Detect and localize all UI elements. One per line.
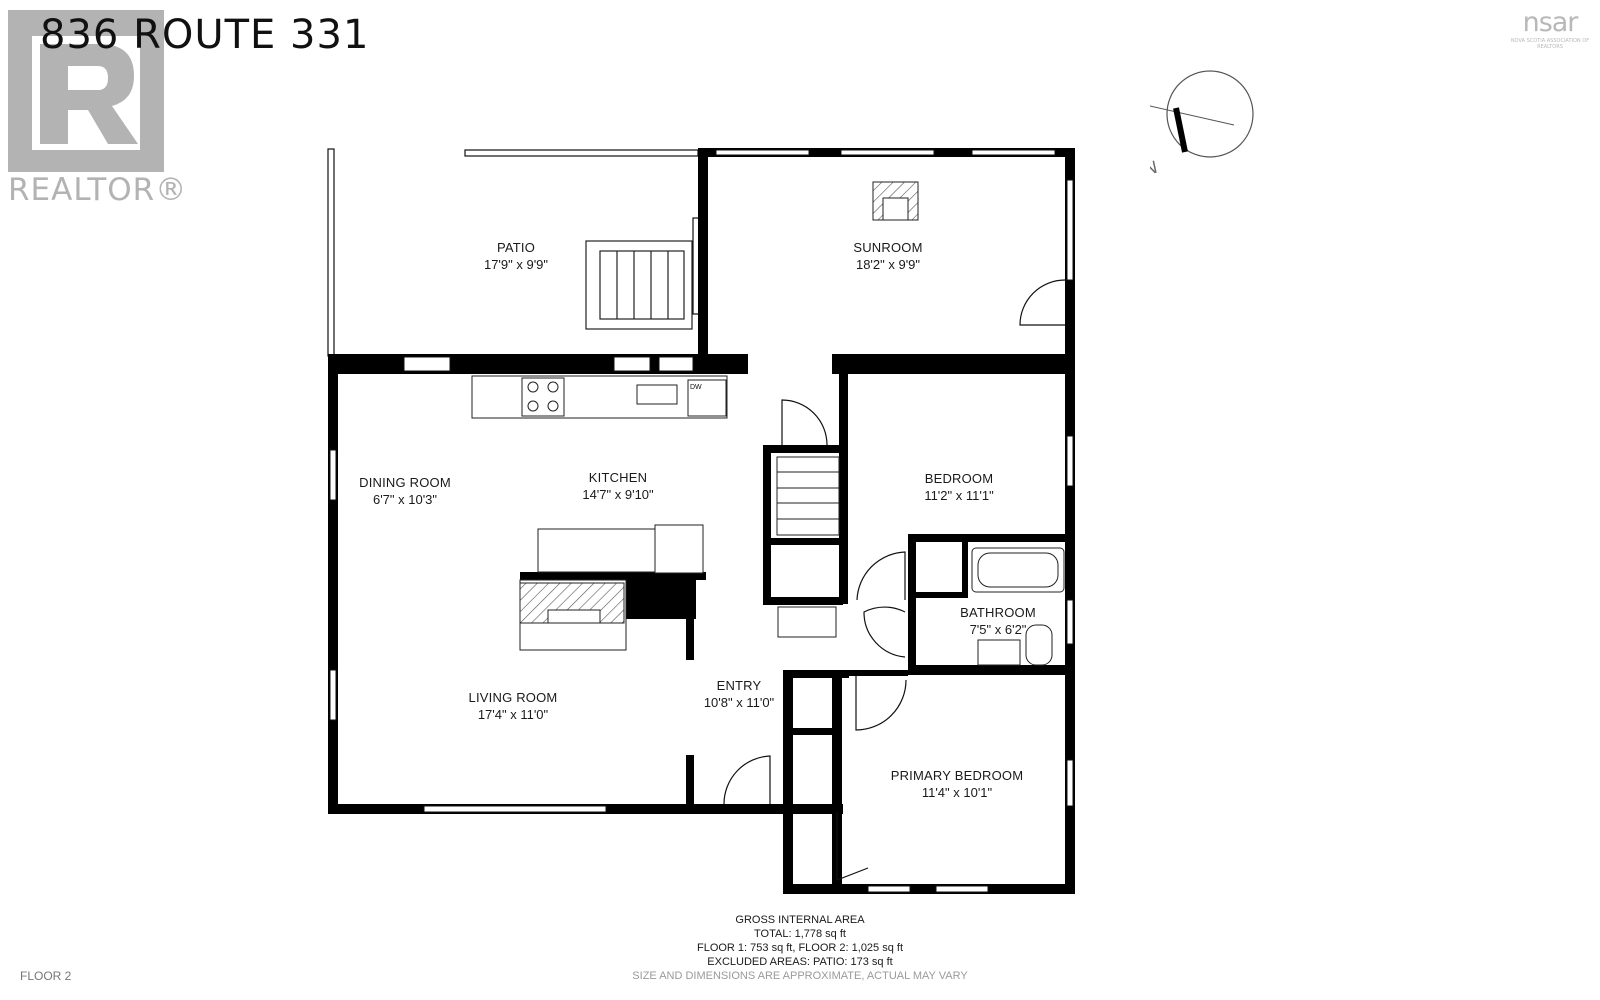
room-dimensions: 18'2" x 9'9" [855, 257, 921, 272]
area-excluded: EXCLUDED AREAS: PATIO: 173 sq ft [707, 956, 893, 968]
woodstove [872, 181, 919, 221]
room-name: LIVING ROOM [468, 690, 558, 705]
room-name: BATHROOM [960, 605, 1036, 620]
floor-label: FLOOR 2 [20, 969, 72, 983]
room-name: SUNROOM [853, 240, 923, 255]
room-dimensions: 11'2" x 11'1" [924, 488, 994, 503]
area-summary: GROSS INTERNAL AREA TOTAL: 1,778 sq ft F… [632, 913, 967, 983]
association-logo-subtext: NOVA SCOTIA ASSOCIATION OF REALTORS [1510, 38, 1590, 50]
room-name: PRIMARY BEDROOM [890, 768, 1024, 783]
room-label-sunroom: SUNROOM 18'2" x 9'9" [853, 239, 922, 273]
room-label-dining-room: DINING ROOM 6'7" x 10'3" [359, 474, 451, 508]
room-label-bedroom: BEDROOM 11'2" x 11'1" [924, 470, 993, 504]
association-logo: nsar NOVA SCOTIA ASSOCIATION OF REALTORS [1508, 7, 1592, 51]
room-dimensions: 10'8" x 11'0" [703, 695, 775, 710]
room-dimensions: 6'7" x 10'3" [372, 492, 438, 507]
room-name: DINING ROOM [359, 475, 451, 490]
room-dimensions: 11'4" x 10'1" [921, 785, 993, 800]
kitchen-fixtures [471, 375, 728, 651]
windows [329, 149, 1074, 893]
bathroom-fixtures [971, 547, 1065, 666]
area-heading: GROSS INTERNAL AREA [735, 914, 865, 926]
dishwasher-label: DW [690, 384, 702, 391]
room-name: ENTRY [716, 678, 762, 693]
room-label-living-room: LIVING ROOM 17'4" x 11'0" [469, 689, 558, 723]
room-label-patio: PATIO 17'9" x 9'9" [484, 239, 548, 273]
area-total: TOTAL: 1,778 sq ft [754, 928, 846, 940]
realtor-logo-icon [8, 10, 164, 172]
association-logo-mark: nsar [1522, 7, 1579, 38]
property-address: 836 ROUTE 331 [40, 12, 370, 58]
room-dimensions: 17'9" x 9'9" [483, 257, 549, 272]
room-label-kitchen: KITCHEN 14'7" x 9'10" [582, 469, 653, 503]
room-dimensions: 7'5" x 6'2" [969, 622, 1027, 637]
doors [723, 279, 1066, 881]
room-dimensions: 17'4" x 11'0" [477, 707, 549, 722]
room-name: KITCHEN [588, 470, 648, 485]
room-dimensions: 14'7" x 9'10" [582, 487, 654, 502]
compass-icon: N [1150, 70, 1254, 179]
staircase [776, 456, 840, 638]
room-name: PATIO [496, 240, 536, 255]
compass-north-label: N [1150, 157, 1159, 179]
patio-steps [585, 240, 693, 330]
room-name: BEDROOM [924, 471, 994, 486]
realtor-wordmark: REALTOR® [8, 172, 188, 208]
area-floors: FLOOR 1: 753 sq ft, FLOOR 2: 1,025 sq ft [696, 942, 904, 954]
room-label-entry: ENTRY 10'8" x 11'0" [704, 677, 774, 711]
room-label-primary-bedroom: PRIMARY BEDROOM 11'4" x 10'1" [891, 767, 1024, 801]
area-disclaimer: SIZE AND DIMENSIONS ARE APPROXIMATE, ACT… [632, 970, 968, 982]
room-label-bathroom: BATHROOM 7'5" x 6'2" [960, 604, 1036, 638]
